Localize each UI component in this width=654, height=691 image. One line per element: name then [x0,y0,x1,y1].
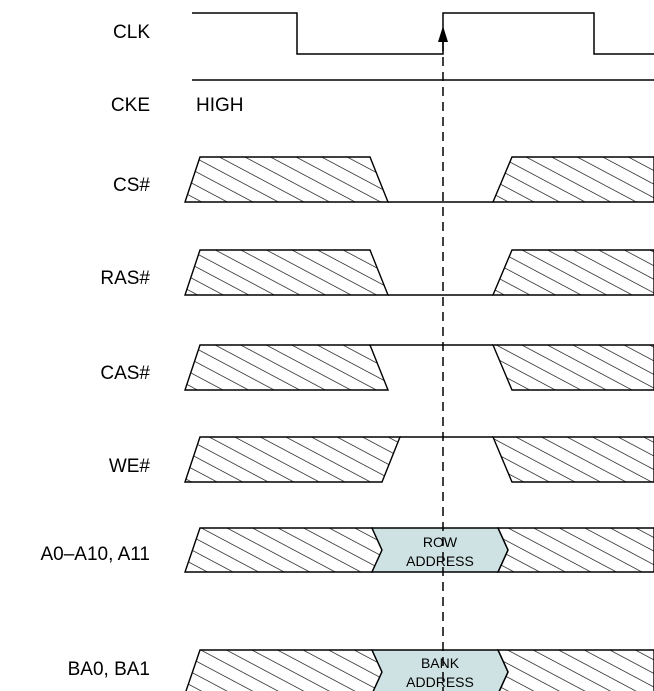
row-address-label-line2: ADDRESS [406,553,474,569]
bank-label: BA0, BA1 [68,659,150,680]
ras-dont-care-after [491,249,654,296]
we-label: WE# [109,456,151,477]
we-dont-care-before [184,436,402,483]
we-dont-care-after [491,436,654,483]
clk-waveform [192,12,654,55]
cs-dont-care-before [184,156,390,203]
cas-dont-care-before [184,344,390,391]
bank-dont-care-after [496,649,654,691]
bank-dont-care-before [185,649,383,691]
ras-dont-care-before [184,249,390,296]
row-address-label-line1: ROW [423,534,458,550]
address-label: A0–A10, A11 [40,544,150,565]
bank-address-label-line1: BANK [421,655,460,671]
cke-state-label: HIGH [196,95,244,116]
cke-label: CKE [111,95,150,116]
cs-label: CS# [113,175,150,196]
address-dont-care-after [496,527,654,573]
clk-rising-edge-arrow [438,26,448,42]
clk-label: CLK [113,22,150,43]
ras-label: RAS# [100,268,150,289]
cas-label: CAS# [100,363,150,384]
address-dont-care-before [184,527,383,573]
cs-dont-care-after [491,156,654,203]
bank-address-label-line2: ADDRESS [406,674,474,690]
cas-dont-care-after [491,344,654,391]
